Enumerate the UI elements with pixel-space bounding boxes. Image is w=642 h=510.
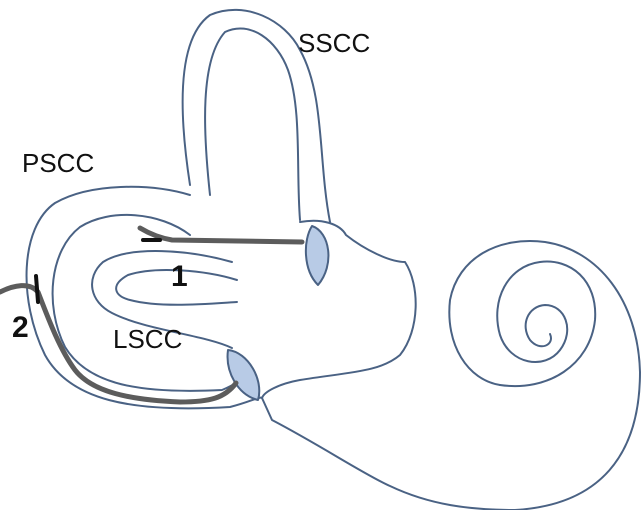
cochlea-spiral [496, 260, 597, 388]
sscc-ampulla [304, 225, 330, 286]
sscc-inner-wall [204, 27, 301, 221]
electrode-2 [0, 283, 239, 405]
marker-2-label: 2 [12, 311, 29, 344]
sscc-outer-wall [181, 9, 331, 223]
lscc-label: LSCC [113, 324, 183, 354]
lscc-inner-wall [115, 269, 238, 306]
lscc-ampulla [226, 349, 261, 401]
lscc-outer-wall [91, 250, 233, 349]
pscc-inner-wall [51, 213, 243, 392]
insertion-marker-2 [34, 274, 40, 304]
electrode-1 [137, 225, 305, 245]
sscc-label: SSCC [298, 28, 371, 58]
marker-1-label: 1 [171, 260, 188, 293]
vestibule-cochlea-outline [261, 219, 641, 510]
pscc-outer-wall [25, 185, 263, 410]
pscc-label: PSCC [22, 148, 95, 178]
